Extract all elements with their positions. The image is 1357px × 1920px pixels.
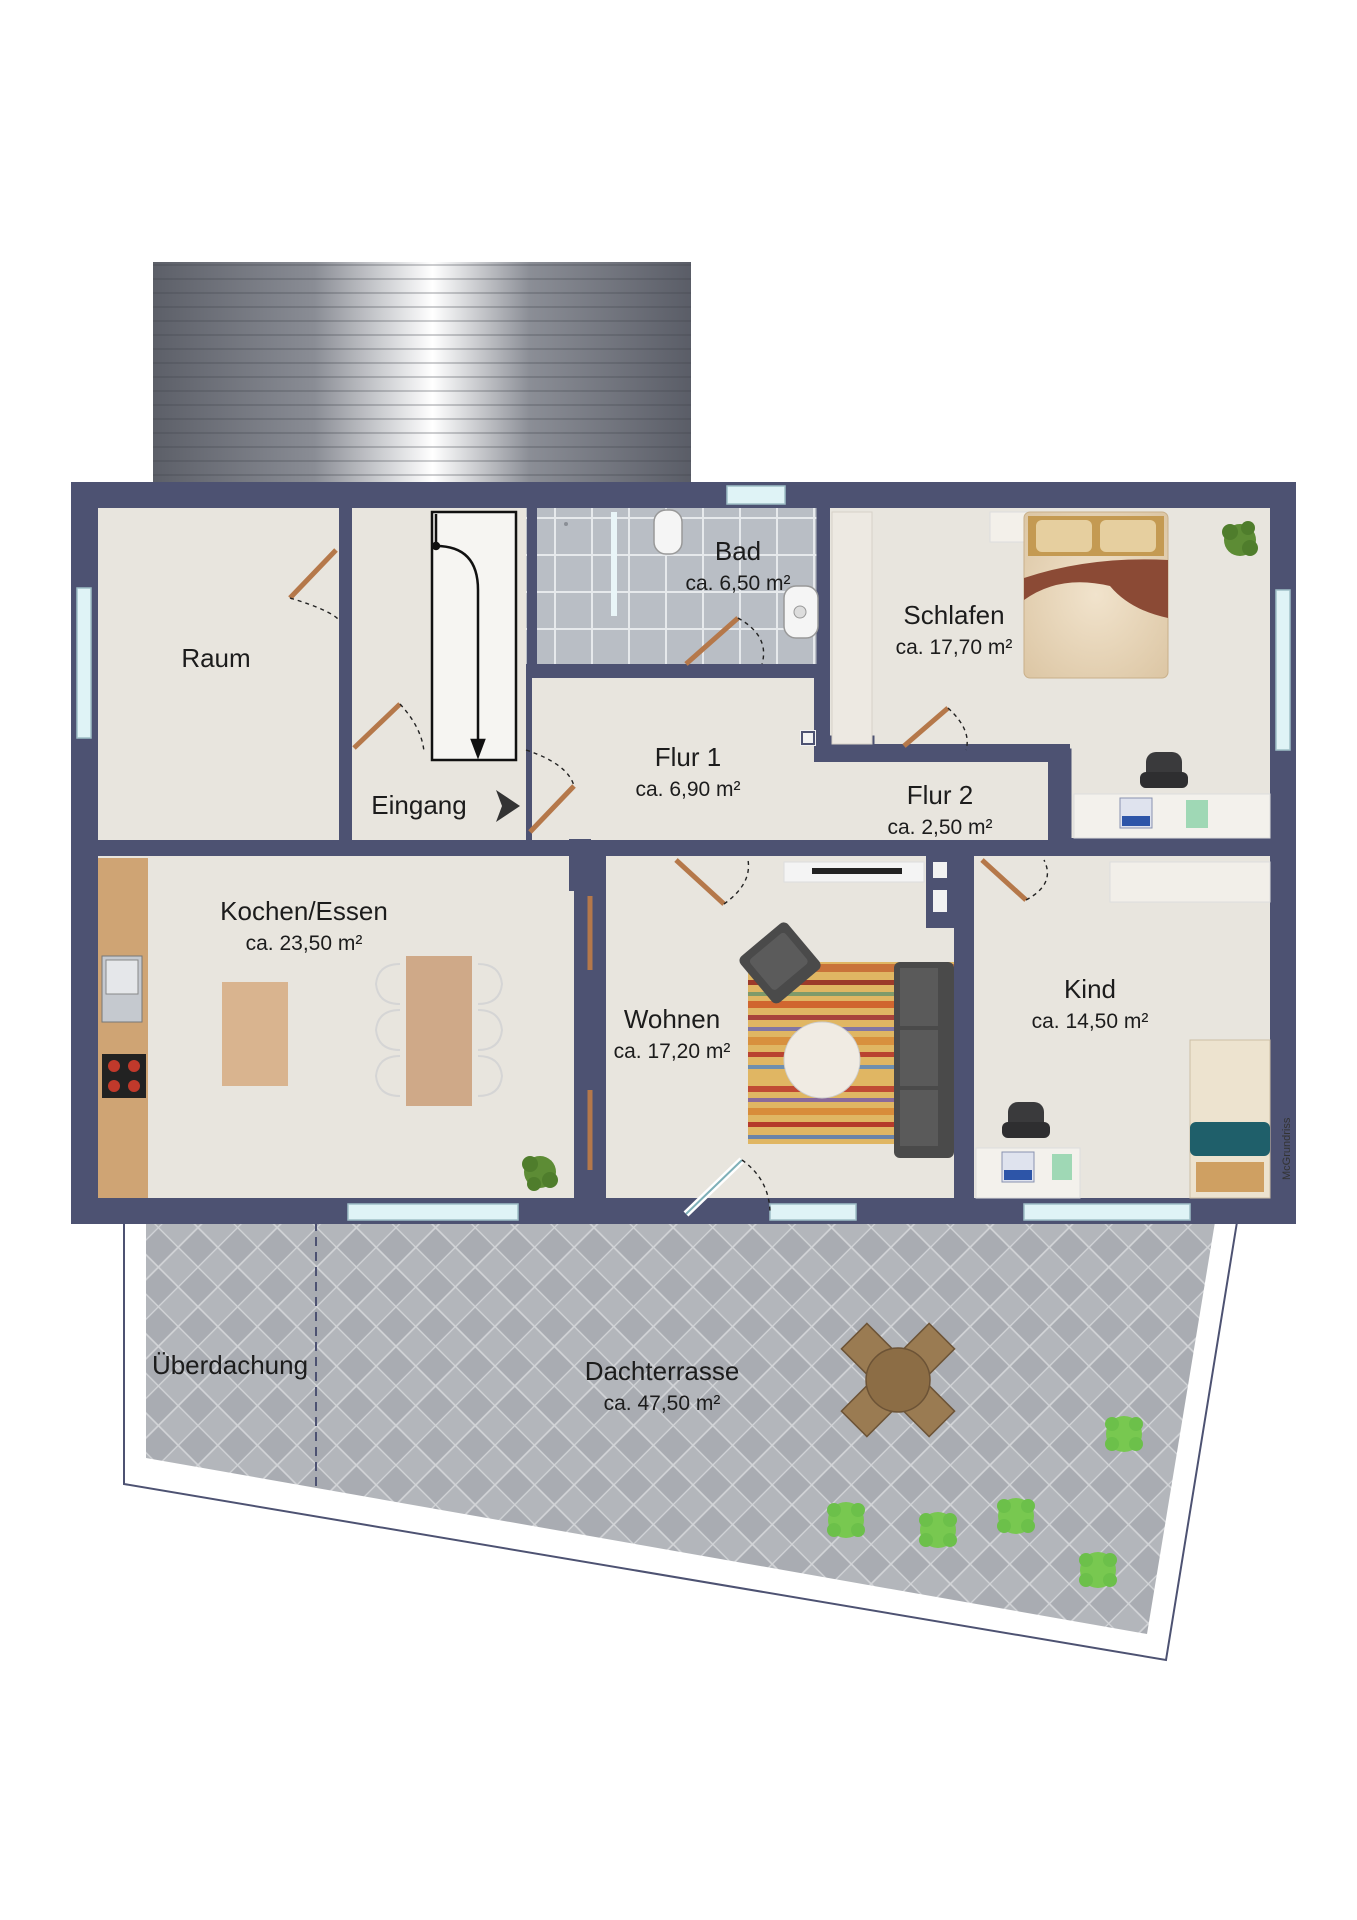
wohnen-area: ca. 17,20 m²: [614, 1040, 731, 1063]
shaft: [933, 862, 947, 878]
terrasse-name: Dachterrasse: [585, 1356, 740, 1386]
coffee-table: [783, 1021, 861, 1099]
dining-table: [406, 956, 472, 1106]
roof-terrace: [123, 1221, 1239, 1662]
terrasse-area: ca. 47,50 m²: [604, 1392, 721, 1415]
flur2-floor: [788, 762, 1048, 840]
windows: [76, 485, 1291, 1221]
dining-chairs: [374, 963, 504, 1097]
office-chair-icon: [1140, 752, 1188, 788]
kind-name: Kind: [1064, 974, 1116, 1004]
plant-icon: [1222, 521, 1258, 556]
kind-area: ca. 14,50 m²: [1032, 1010, 1149, 1033]
flur2-area: ca. 2,50 m²: [887, 816, 992, 839]
kitchen-furniture: [98, 858, 504, 1198]
ueberdachung-name: Überdachung: [152, 1350, 308, 1380]
room-labels: Raum Bad ca. 6,50 m² Schlafen ca. 17,70 …: [152, 536, 1148, 1415]
kitchen-counter: [98, 858, 148, 1198]
plant-icon: [522, 1156, 558, 1191]
bathroom-fixtures: [564, 509, 819, 639]
flur2-name: Flur 2: [907, 780, 973, 810]
eingang-name: Eingang: [371, 790, 466, 820]
wohnen-name: Wohnen: [624, 1004, 720, 1034]
stove-icon: [102, 1054, 146, 1098]
patio-table: [840, 1322, 956, 1438]
kochen-floor: [98, 856, 574, 1198]
office-chair-icon: [1002, 1102, 1050, 1138]
entrance-arrow-icon: [496, 790, 520, 822]
terrace-furniture: [827, 1322, 1143, 1588]
tv-icon: [812, 868, 902, 874]
terrace-plants: [827, 1416, 1143, 1588]
roof-element: [153, 262, 691, 482]
living-furniture: [739, 861, 954, 1158]
credit-text: McGrundriss: [1281, 1117, 1293, 1180]
kochen-name: Kochen/Essen: [220, 896, 388, 926]
kitchen-island: [222, 982, 288, 1086]
toilet-icon: [653, 509, 683, 555]
schlafen-name: Schlafen: [903, 600, 1004, 630]
flur1-area: ca. 6,90 m²: [635, 778, 740, 801]
plants: [522, 521, 1258, 1191]
kochen-area: ca. 23,50 m²: [246, 932, 363, 955]
schlafen-area: ca. 17,70 m²: [896, 636, 1013, 659]
bad-area: ca. 6,50 m²: [685, 572, 790, 595]
flur1-name: Flur 1: [655, 742, 721, 772]
desk: [1073, 793, 1271, 839]
raum-floor: [98, 508, 339, 840]
flur1-floor: [532, 678, 814, 840]
doors: [288, 548, 1028, 1217]
kid-furniture: [975, 861, 1271, 1199]
shaft-small: [800, 730, 816, 746]
bedroom-furniture: [831, 511, 1271, 839]
door-swings: [289, 597, 1049, 1215]
raum-name: Raum: [181, 643, 250, 673]
staircase: [430, 510, 518, 762]
bad-name: Bad: [715, 536, 761, 566]
armchair-icon: [739, 922, 821, 1004]
